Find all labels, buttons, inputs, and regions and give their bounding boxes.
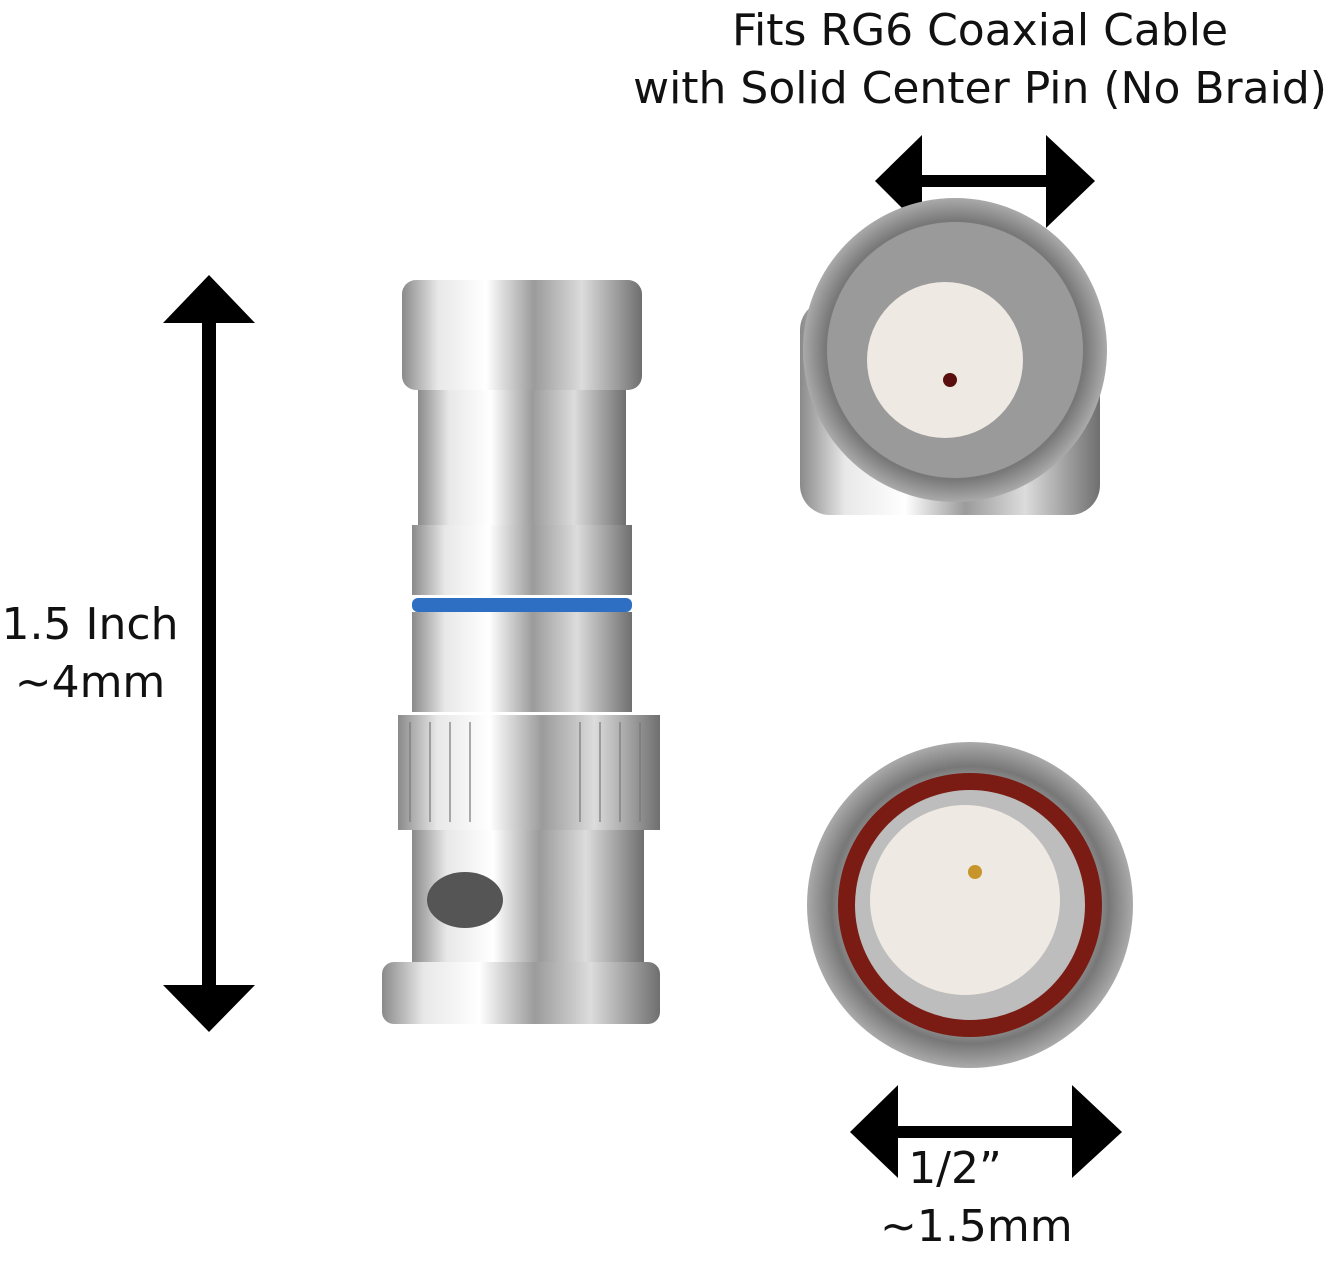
height-value: 1.5 Inch bbox=[1, 599, 179, 650]
width-metric: ~1.5mm bbox=[880, 1201, 1073, 1252]
height-arrow bbox=[163, 275, 255, 1032]
bnc-connector-side-view bbox=[382, 280, 660, 1024]
caption-line-1: Fits RG6 Coaxial Cable bbox=[731, 5, 1229, 56]
height-metric: ~4mm bbox=[14, 657, 166, 708]
insulator bbox=[867, 282, 1023, 438]
connector-end-view-bottom bbox=[807, 742, 1133, 1068]
width-value: 1/2” bbox=[908, 1143, 1002, 1194]
compatibility-caption: Fits RG6 Coaxial Cable with Solid Center… bbox=[600, 2, 1338, 118]
caption-line-2: with Solid Center Pin (No Braid) bbox=[633, 63, 1327, 114]
knurled-collar bbox=[398, 715, 660, 830]
connector-end-view-top bbox=[800, 198, 1107, 515]
gold-center-pin bbox=[968, 865, 982, 879]
height-label: 1.5 Inch ~4mm bbox=[0, 596, 190, 712]
insulator bbox=[870, 805, 1060, 995]
blue-seal-ring bbox=[412, 598, 632, 612]
width-label: 1/2” ~1.5mm bbox=[880, 1140, 1073, 1256]
bottom-width-arrow bbox=[850, 1085, 1122, 1178]
center-pin-hole bbox=[943, 373, 957, 387]
